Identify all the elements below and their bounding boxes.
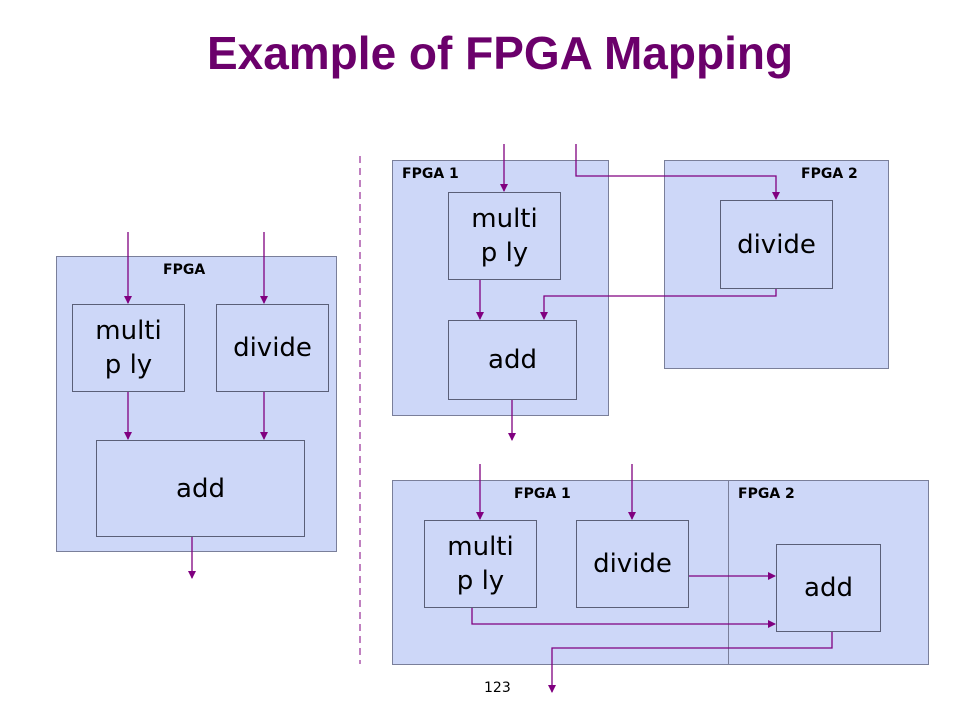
multiply-block-top: multip ly (448, 192, 561, 280)
divide-block-bottom: divide (576, 520, 689, 608)
multiply-block: multip ly (72, 304, 185, 392)
fpga-2-bottom-label: FPGA 2 (738, 486, 795, 502)
wire-divide-add-top (540, 289, 777, 320)
divide-label: divide (233, 333, 312, 363)
wire-multiply-add-bottom (471, 608, 776, 628)
multiply-label-top: multip ly (471, 204, 538, 268)
fpga-1-bottom-label: FPGA 1 (514, 486, 571, 502)
wire-add-out-bottom (548, 632, 833, 693)
add-label: add (176, 473, 225, 504)
fpga-1-top-label: FPGA 1 (402, 166, 459, 182)
add-label-bottom: add (804, 573, 853, 603)
divide-label-bottom: divide (593, 549, 672, 579)
divide-block-top: divide (720, 200, 833, 289)
add-block: add (96, 440, 305, 537)
multiply-label: multip ly (95, 316, 162, 380)
add-block-bottom: add (776, 544, 881, 632)
add-block-top: add (448, 320, 577, 400)
fpga-single-label: FPGA (163, 262, 206, 278)
divide-block: divide (216, 304, 329, 392)
add-label-top: add (488, 345, 537, 375)
fpga-2-top-label: FPGA 2 (801, 166, 858, 182)
divide-label-top: divide (737, 229, 816, 260)
multiply-block-bottom: multip ly (424, 520, 537, 608)
page-title: Example of FPGA Mapping (206, 27, 794, 79)
page-number: 123 (484, 680, 511, 696)
wire-in-divide-top (575, 144, 780, 200)
multiply-label-bottom: multip ly (447, 532, 514, 596)
